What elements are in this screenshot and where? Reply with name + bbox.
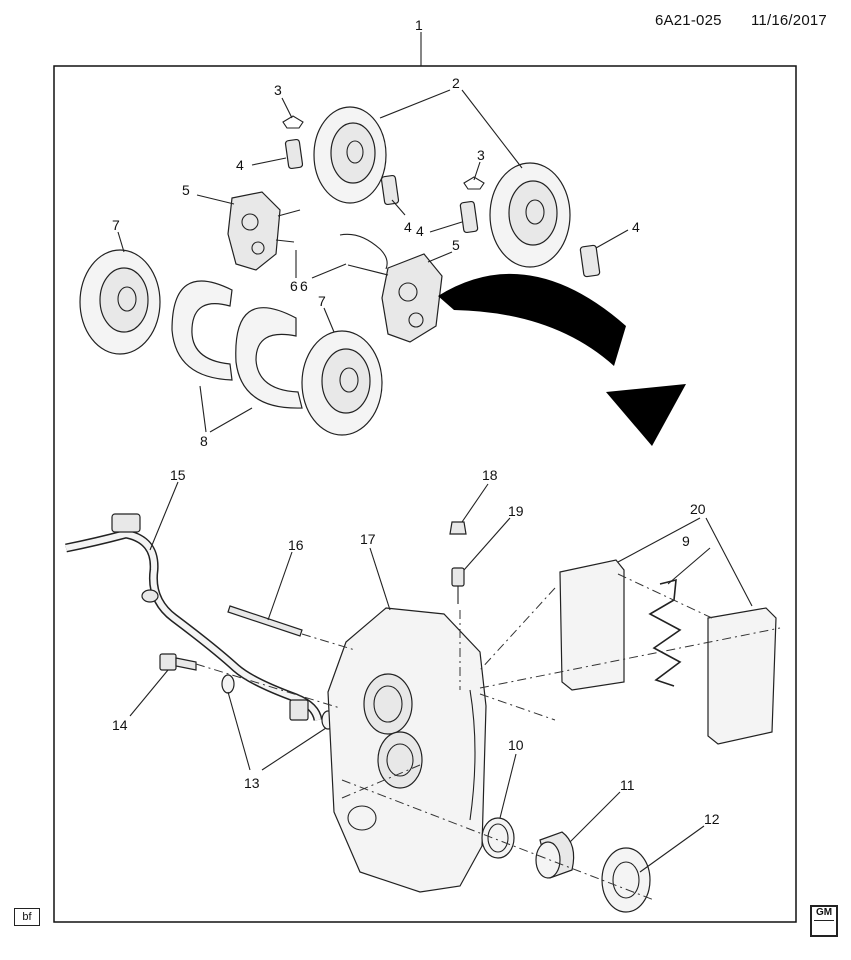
gm-logo-underline [814, 920, 834, 933]
bf-badge: bf [14, 908, 40, 926]
callout-4b: 4 [404, 219, 412, 235]
callout-11: 11 [620, 777, 635, 793]
callout-7a: 7 [112, 217, 120, 233]
callout-15: 15 [170, 467, 186, 483]
callout-18: 18 [482, 467, 498, 483]
diagram-frame [53, 65, 797, 923]
callout-5a: 5 [182, 182, 190, 198]
piston [535, 831, 575, 879]
banjo-bolt [159, 653, 197, 671]
callout-16: 16 [288, 537, 304, 553]
callout-2: 2 [452, 75, 460, 91]
callout-leaders [117, 89, 753, 873]
callout-20: 20 [690, 501, 706, 517]
brake-pads [559, 559, 777, 745]
guide-pin [227, 605, 303, 637]
dust-boot [601, 847, 651, 913]
callout-3a: 3 [274, 82, 282, 98]
callout-7b: 7 [318, 293, 326, 309]
callout-6a: 6 [290, 278, 298, 294]
callout-19: 19 [508, 503, 524, 519]
sealing-washers [221, 674, 335, 730]
callout-5b: 5 [452, 237, 460, 253]
diagram-code: 6A21-025 [655, 12, 722, 29]
callout-14: 14 [112, 717, 128, 733]
callout-1: 1 [415, 17, 423, 33]
caliper-upper-right [339, 233, 443, 343]
callout-17: 17 [360, 531, 376, 547]
callout-4d: 4 [632, 219, 640, 235]
rotor-upper-right [489, 162, 571, 268]
callout-4c: 4 [416, 223, 424, 239]
callout-9: 9 [682, 533, 690, 549]
direction-arrow [438, 273, 686, 446]
bleeder-valve [449, 521, 467, 604]
callout-3b: 3 [477, 147, 485, 163]
piston-seal [481, 817, 515, 859]
callout-4a: 4 [236, 157, 244, 173]
callout-12: 12 [704, 811, 720, 827]
diagram-date: 11/16/2017 [751, 12, 827, 29]
main-caliper [327, 607, 487, 893]
alignment-lines [195, 573, 781, 901]
brake-pads-top [284, 138, 601, 278]
brake-hose [65, 513, 323, 721]
callout-6b: 6 [300, 278, 308, 294]
rotor-lower-right [301, 330, 383, 436]
anti-rattle-spring [648, 578, 682, 687]
rotor-lower-left [79, 249, 161, 355]
splash-shields [171, 280, 303, 409]
callout-13: 13 [244, 775, 260, 791]
rotor-upper-left [313, 106, 387, 204]
gm-logo: GM [810, 905, 838, 937]
callout-10: 10 [508, 737, 524, 753]
caliper-upper-left [227, 191, 301, 271]
callout-8: 8 [200, 433, 208, 449]
gm-logo-text: GM [815, 907, 833, 918]
